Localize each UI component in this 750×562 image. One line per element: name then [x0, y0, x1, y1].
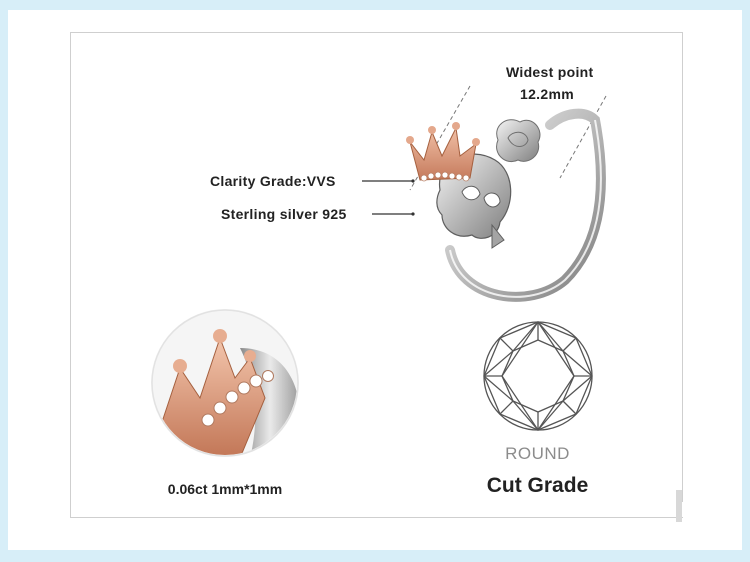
round-cut-diagram	[483, 320, 593, 432]
product-card	[8, 10, 742, 550]
content-frame	[70, 32, 683, 518]
widest-point-title: Widest point	[506, 64, 594, 80]
clarity-grade-label: Clarity Grade:VVS	[210, 173, 336, 189]
cut-grade-label: Cut Grade	[486, 474, 589, 497]
stone-shape-label: ROUND	[505, 444, 570, 463]
stone-size-label: 0.06ct 1mm*1mm	[167, 481, 283, 497]
skull-crown-ring-image	[406, 108, 606, 302]
clarity-leader-dot	[411, 179, 415, 183]
crown-detail-image	[151, 309, 299, 457]
crown-ornament	[406, 122, 480, 182]
frame-right-edge	[682, 32, 683, 502]
widest-dashed-right	[559, 95, 607, 179]
widest-point-value: 12.2mm	[520, 86, 574, 102]
scroll-tab	[676, 490, 682, 522]
material-leader-dot	[411, 212, 415, 216]
rose-ornament	[496, 119, 541, 162]
material-label: Sterling silver 925	[221, 206, 347, 222]
